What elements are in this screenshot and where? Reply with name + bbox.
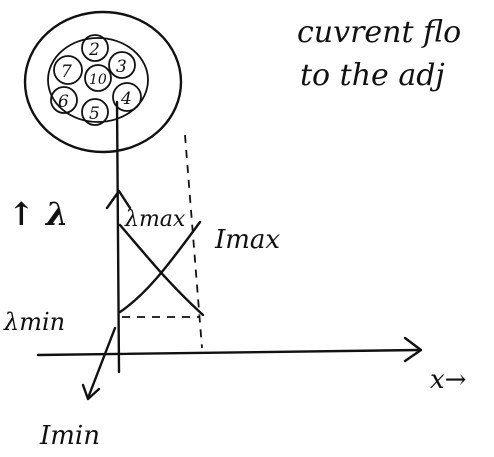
strand-7: 7	[53, 55, 83, 85]
strand-3: 3	[108, 51, 136, 79]
strand-2: 2	[81, 34, 109, 62]
svg-text:4: 4	[120, 89, 132, 109]
svg-text:7: 7	[61, 62, 72, 82]
imin-pointer-arrowhead	[81, 383, 101, 401]
lambda-curve	[118, 220, 202, 314]
strand-10: 10	[84, 64, 112, 92]
strand-bundle-outline	[47, 37, 149, 123]
strand-4: 4	[112, 82, 142, 112]
conductor-outline	[23, 10, 183, 154]
dashed-vertical-projection	[184, 134, 203, 349]
caption-line-2: to the adj	[300, 58, 445, 93]
lambda-max-label: λmax	[124, 207, 186, 232]
caption-line-1: cuvrent flo	[297, 15, 461, 50]
svg-text:5: 5	[89, 104, 100, 124]
lambda-axis-label: ↑ λ	[8, 195, 68, 233]
vertical-axis-line	[115, 100, 121, 374]
svg-text:3: 3	[116, 57, 127, 77]
svg-text:6: 6	[58, 92, 69, 112]
i-max-label: Imax	[214, 225, 280, 255]
conductor-cross-section: 2 7 10 3 6 4 5	[23, 10, 183, 154]
svg-text:10: 10	[89, 72, 107, 88]
i-min-label: Imin	[39, 421, 100, 451]
vertical-axis-arrowhead	[105, 189, 132, 210]
svg-text:2: 2	[88, 40, 100, 60]
strand-5: 5	[81, 98, 109, 126]
x-axis-arrowhead	[403, 336, 423, 363]
current-curve	[118, 223, 205, 317]
lambda-min-label: λmin	[3, 308, 65, 336]
x-axis-label: x→	[430, 365, 466, 395]
strand-6: 6	[50, 86, 78, 114]
imin-pointer-line	[86, 326, 117, 400]
x-axis-line	[36, 348, 422, 357]
